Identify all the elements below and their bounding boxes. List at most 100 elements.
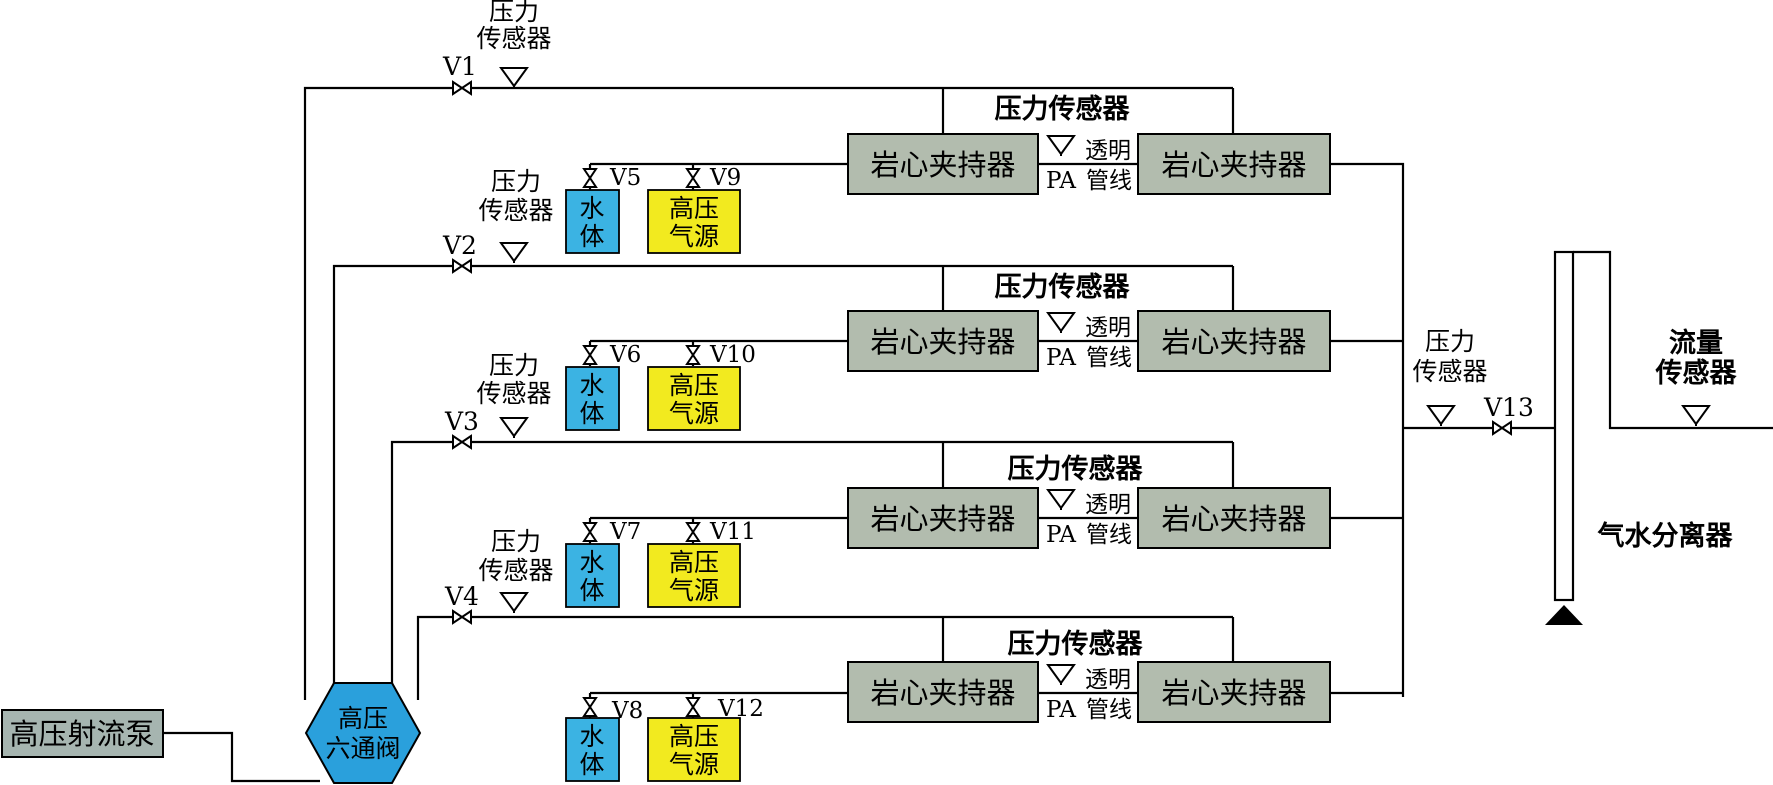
sensor-label-2b: 传感器 [478, 196, 553, 225]
core-holder-4b [1137, 661, 1331, 723]
water-label-1: 水 [579, 548, 604, 577]
core-holder-label: 岩心夹持器 [1161, 325, 1306, 359]
valve-v9-label: V9 [709, 165, 741, 191]
core-holder-4a [847, 661, 1039, 723]
core-holder-label: 岩心夹持器 [1161, 148, 1306, 182]
pressure-sensor-icon [500, 417, 528, 439]
pa-label: PA [1046, 168, 1076, 194]
core-holder-3a [847, 487, 1039, 549]
valve-v13-icon [1492, 421, 1512, 435]
sensor-label-3a: 压力 [489, 351, 539, 380]
gas-box-2 [647, 366, 741, 431]
top-sensor-label-2: 压力传感器 [995, 271, 1131, 303]
sensor-label-4a: 压力 [491, 527, 541, 556]
core-holder-label: 岩心夹持器 [870, 676, 1015, 710]
outlet-sensor-label-1: 压力 [1425, 327, 1475, 356]
valve-v7-icon [583, 522, 597, 542]
valve-v4-icon [452, 610, 472, 624]
gas-box-4 [647, 717, 741, 782]
pa-label: PA [1046, 697, 1076, 723]
valve-v6-icon [583, 345, 597, 365]
water-label-2: 体 [579, 576, 604, 605]
valve-v9-icon [686, 168, 700, 188]
pressure-sensor-icon [1047, 135, 1075, 157]
water-label-1: 水 [579, 194, 604, 223]
gas-label-2: 气源 [669, 399, 719, 428]
valve-v1-icon [452, 81, 472, 95]
flow-sensor-icon [1682, 405, 1710, 427]
sensor-label-1b: 传感器 [476, 24, 551, 53]
pressure-sensor-icon [500, 67, 528, 89]
pipeline-label: 管线 [1086, 168, 1132, 194]
gas-label-1: 高压 [669, 194, 719, 223]
valve-v8-icon [583, 697, 597, 717]
pressure-sensor-icon [500, 242, 528, 264]
outlet-sensor-label-2: 传感器 [1412, 357, 1487, 386]
valve-v11-label: V11 [709, 519, 756, 545]
row-1: V1 压力 传感器 压力传感器 岩心夹持器 岩心夹持器 透明 PA 管线 V5 … [442, 0, 1331, 254]
row-2: V2 压力 传感器 压力传感器 岩心夹持器 岩心夹持器 透明 PA 管线 V6 … [442, 167, 1331, 431]
core-holder-label: 岩心夹持器 [1161, 676, 1306, 710]
pump-label: 高压射流泵 [9, 717, 154, 751]
pipeline-label: 管线 [1086, 697, 1132, 723]
pressure-sensor-icon [1047, 489, 1075, 511]
water-label-1: 水 [579, 722, 604, 751]
six-way-label-2: 六通阀 [325, 734, 400, 763]
valve-v3-label: V3 [444, 407, 479, 436]
pressure-sensor-icon [1427, 405, 1455, 427]
gas-label-2: 气源 [669, 750, 719, 779]
six-way-label-1: 高压 [338, 704, 388, 733]
top-sensor-label-3: 压力传感器 [1008, 453, 1144, 485]
top-sensor-label-4: 压力传感器 [1008, 628, 1144, 660]
pressure-sensor-icon [1047, 664, 1075, 686]
water-box-4 [565, 717, 620, 782]
separator-label: 气水分离器 [1597, 520, 1734, 552]
gas-label-2: 气源 [669, 222, 719, 251]
core-holder-label: 岩心夹持器 [870, 325, 1015, 359]
valve-v10-icon [686, 345, 700, 365]
row-3: V3 压力 传感器 压力传感器 岩心夹持器 岩心夹持器 透明 PA 管线 V7 … [444, 351, 1331, 608]
outlet-section: 压力 传感器 V13 气水分离器 流量 传感器 [1412, 250, 1738, 625]
flow-sensor-label-2: 传感器 [1655, 357, 1738, 389]
valve-v5-icon [583, 168, 597, 188]
row-4: V4 压力 传感器 压力传感器 岩心夹持器 岩心夹持器 透明 PA 管线 V8 … [444, 527, 1331, 782]
core-holder-2a [847, 310, 1039, 372]
pa-label: PA [1046, 522, 1076, 548]
valve-v1-label: V1 [442, 52, 477, 81]
water-label-2: 体 [579, 222, 604, 251]
sensor-label-4b: 传感器 [478, 556, 553, 585]
valve-v3-icon [452, 435, 472, 449]
valve-v2-icon [452, 259, 472, 273]
valve-v6-label: V6 [609, 342, 641, 368]
water-label-2: 体 [579, 399, 604, 428]
valve-v12-icon [686, 697, 700, 717]
water-box-3 [565, 543, 620, 608]
core-holder-label: 岩心夹持器 [870, 148, 1015, 182]
valve-v5-label: V5 [609, 165, 641, 191]
pressure-sensor-icon [500, 592, 528, 614]
water-label-2: 体 [579, 750, 604, 779]
core-holder-1b [1137, 133, 1331, 195]
transparent-label: 透明 [1085, 492, 1131, 518]
sensor-label-2a: 压力 [491, 167, 541, 196]
pa-label: PA [1046, 345, 1076, 371]
pipeline-label: 管线 [1086, 345, 1132, 371]
gas-label-1: 高压 [669, 548, 719, 577]
pipeline-label: 管线 [1086, 522, 1132, 548]
six-way-valve: 高压 六通阀 [304, 682, 422, 784]
flow-sensor-label-1: 流量 [1669, 328, 1723, 359]
sensor-label-1a: 压力 [489, 0, 539, 26]
gas-box-3 [647, 543, 741, 608]
valve-v13-label: V13 [1483, 393, 1534, 422]
core-holder-3b [1137, 487, 1331, 549]
gas-box-1 [647, 189, 741, 254]
pressure-sensor-icon [1047, 312, 1075, 334]
jet-pump: 高压射流泵 [1, 709, 164, 758]
core-holder-label: 岩心夹持器 [1161, 502, 1306, 536]
core-holder-2b [1137, 310, 1331, 372]
gas-water-separator [1553, 250, 1575, 602]
valve-v11-icon [686, 522, 700, 542]
valve-v10-label: V10 [709, 342, 756, 368]
top-sensor-label-1: 压力传感器 [995, 93, 1131, 125]
